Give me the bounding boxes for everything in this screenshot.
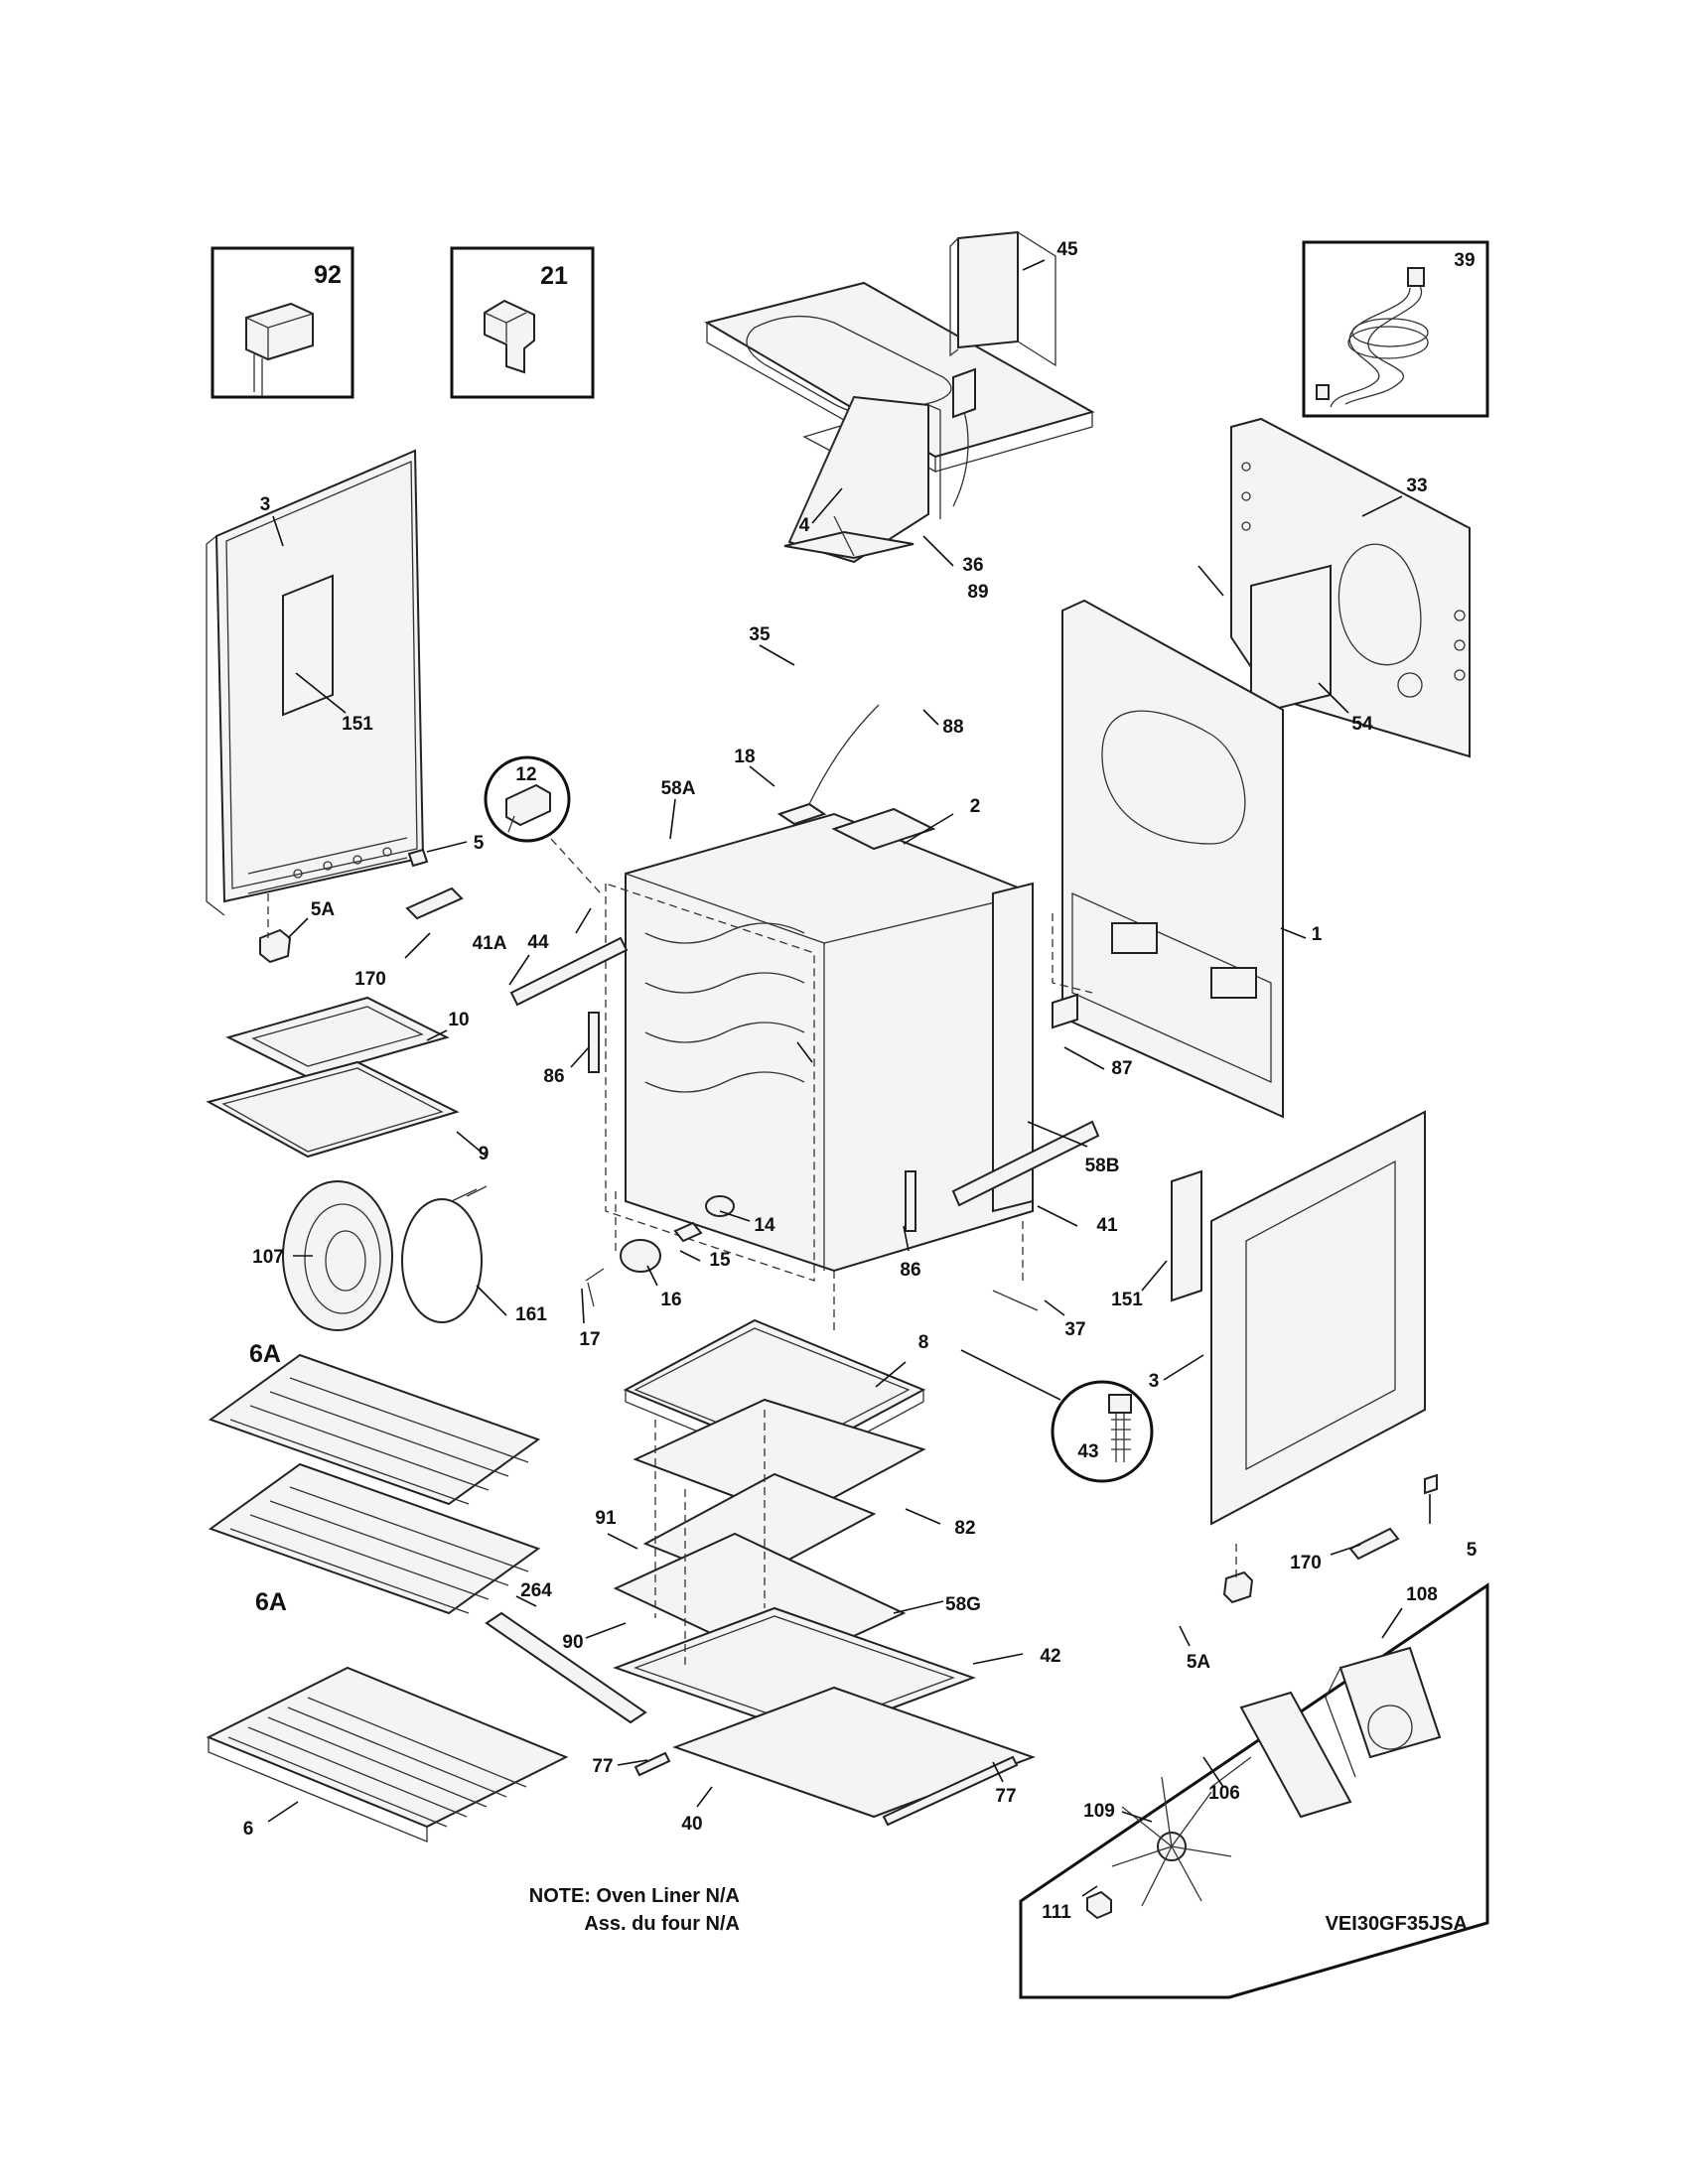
fan-motor-inset: [1019, 1582, 1489, 1999]
callout-90: 90: [562, 1632, 583, 1653]
callout-14: 14: [754, 1215, 775, 1236]
callout-89: 89: [967, 582, 988, 603]
callout-86: 86: [543, 1066, 564, 1087]
callout-8: 8: [918, 1332, 929, 1353]
callout-37: 37: [1064, 1319, 1085, 1340]
callout-108: 108: [1406, 1584, 1438, 1605]
callout-58B: 58B: [1085, 1156, 1120, 1176]
callout-10: 10: [448, 1010, 469, 1030]
callout-39: 39: [1454, 250, 1475, 271]
callout-36: 36: [962, 555, 983, 576]
callout-5A: 5A: [311, 899, 336, 920]
callout-12: 12: [515, 764, 536, 785]
callout-4: 4: [799, 515, 810, 536]
callout-3b: 3: [1149, 1371, 1160, 1392]
callout-58G: 58G: [945, 1594, 981, 1615]
back-panel-assembly: [1230, 417, 1471, 758]
footer-text: NOTE: Oven Liner N/A Ass. du four N/A VE…: [529, 1885, 1468, 1935]
left-hinge-parts: [259, 848, 464, 964]
side-panel-1: [1052, 599, 1284, 1119]
callout-44: 44: [527, 932, 549, 953]
callout-21: 21: [540, 262, 568, 290]
callout-part-43: [960, 1349, 1154, 1483]
broil-pan: [206, 996, 460, 1159]
callout-107: 107: [252, 1247, 284, 1268]
callout-45: 45: [1056, 239, 1078, 260]
convection-fan-cover: [282, 1180, 488, 1331]
model-code: VEI30GF35JSA: [1326, 1913, 1468, 1935]
callout-1: 1: [1312, 924, 1323, 945]
callout-109: 109: [1083, 1801, 1115, 1822]
callout-54: 54: [1351, 714, 1373, 735]
vent-duct-assembly: [783, 367, 976, 564]
callout-40: 40: [681, 1814, 702, 1835]
callout-111: 111: [1042, 1902, 1071, 1923]
callout-92: 92: [314, 261, 342, 289]
callout-part-12: [484, 755, 602, 894]
callout-77: 77: [592, 1756, 613, 1777]
callout-5Ab: 5A: [1187, 1652, 1211, 1673]
callout-264: 264: [520, 1580, 552, 1601]
callout-35: 35: [749, 624, 771, 645]
callout-9: 9: [479, 1144, 490, 1164]
callout-42: 42: [1040, 1646, 1060, 1667]
oven-cavity-assembly: [605, 704, 1034, 1330]
callout-77b: 77: [995, 1786, 1016, 1807]
callout-15: 15: [709, 1250, 731, 1271]
inset-box-part-21: [450, 246, 595, 399]
callout-86b: 86: [900, 1260, 920, 1281]
oven-light-parts: [585, 1195, 1039, 1311]
fan-blade: [1111, 1776, 1232, 1907]
callout-91: 91: [595, 1508, 617, 1529]
callout-170: 170: [354, 969, 386, 990]
inset-box-part-92: [211, 246, 354, 399]
callout-6A: 6A: [249, 1340, 281, 1368]
callout-3: 3: [260, 494, 271, 515]
callout-87: 87: [1111, 1058, 1132, 1079]
callout-151: 151: [342, 714, 373, 735]
callout-170b: 170: [1290, 1553, 1322, 1573]
oven-racks: [206, 1353, 647, 1843]
left-door-assembly: [206, 449, 425, 916]
callout-6Ab: 6A: [255, 1588, 287, 1616]
callout-2: 2: [970, 796, 981, 817]
inset-box-part-39: [1302, 240, 1489, 418]
callout-41: 41: [1096, 1215, 1118, 1236]
callout-6: 6: [243, 1819, 254, 1840]
callout-82: 82: [954, 1518, 975, 1539]
callout-41A: 41A: [473, 933, 507, 954]
callout-33: 33: [1406, 476, 1427, 496]
callout-58A: 58A: [661, 778, 696, 799]
callout-16: 16: [660, 1290, 681, 1310]
callout-161: 161: [515, 1304, 547, 1325]
callout-17: 17: [579, 1329, 600, 1350]
callout-5b: 5: [1467, 1540, 1477, 1561]
part-callout-labels: 92 21 39 45 4 3 151 33 36 89 35 88 54 12…: [243, 239, 1477, 1923]
callout-18: 18: [734, 747, 755, 767]
callout-43: 43: [1077, 1441, 1098, 1462]
note-line-1: NOTE: Oven Liner N/A: [529, 1885, 740, 1907]
right-door-assembly: [1171, 1110, 1438, 1604]
top-panel-assembly: [704, 230, 1095, 474]
callout-88: 88: [942, 717, 963, 738]
callout-5: 5: [474, 833, 485, 854]
bottom-panel-assembly: [613, 1318, 1036, 1827]
rack-rails: [509, 936, 1100, 1232]
callout-106: 106: [1208, 1783, 1240, 1804]
callout-151b: 151: [1111, 1290, 1143, 1310]
leader-lines: [267, 259, 1431, 1897]
note-line-2: Ass. du four N/A: [584, 1913, 740, 1935]
